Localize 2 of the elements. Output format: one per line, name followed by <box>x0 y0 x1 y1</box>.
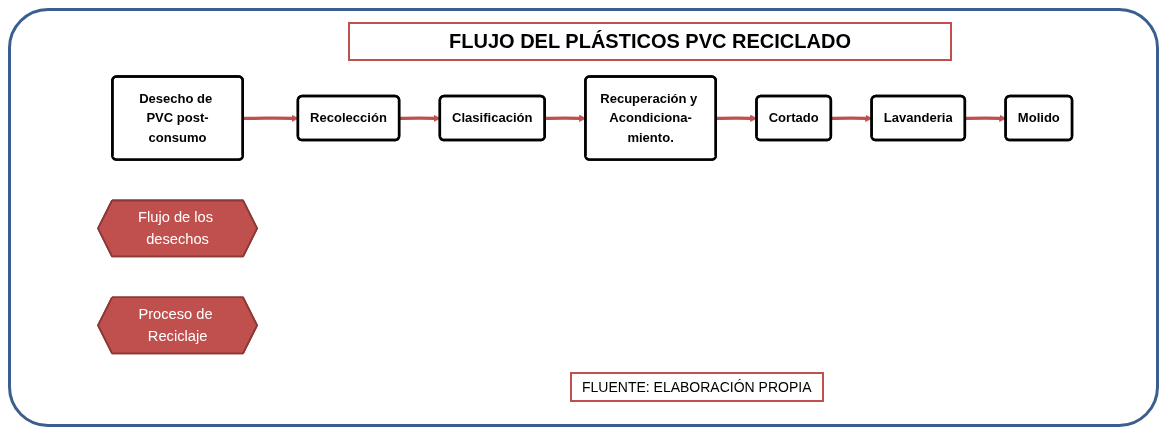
caption: FLUENTE: ELABORACIÓN PROPIA <box>570 372 824 402</box>
title: FLUJO DEL PLÁSTICOS PVC RECICLADO <box>348 22 952 61</box>
